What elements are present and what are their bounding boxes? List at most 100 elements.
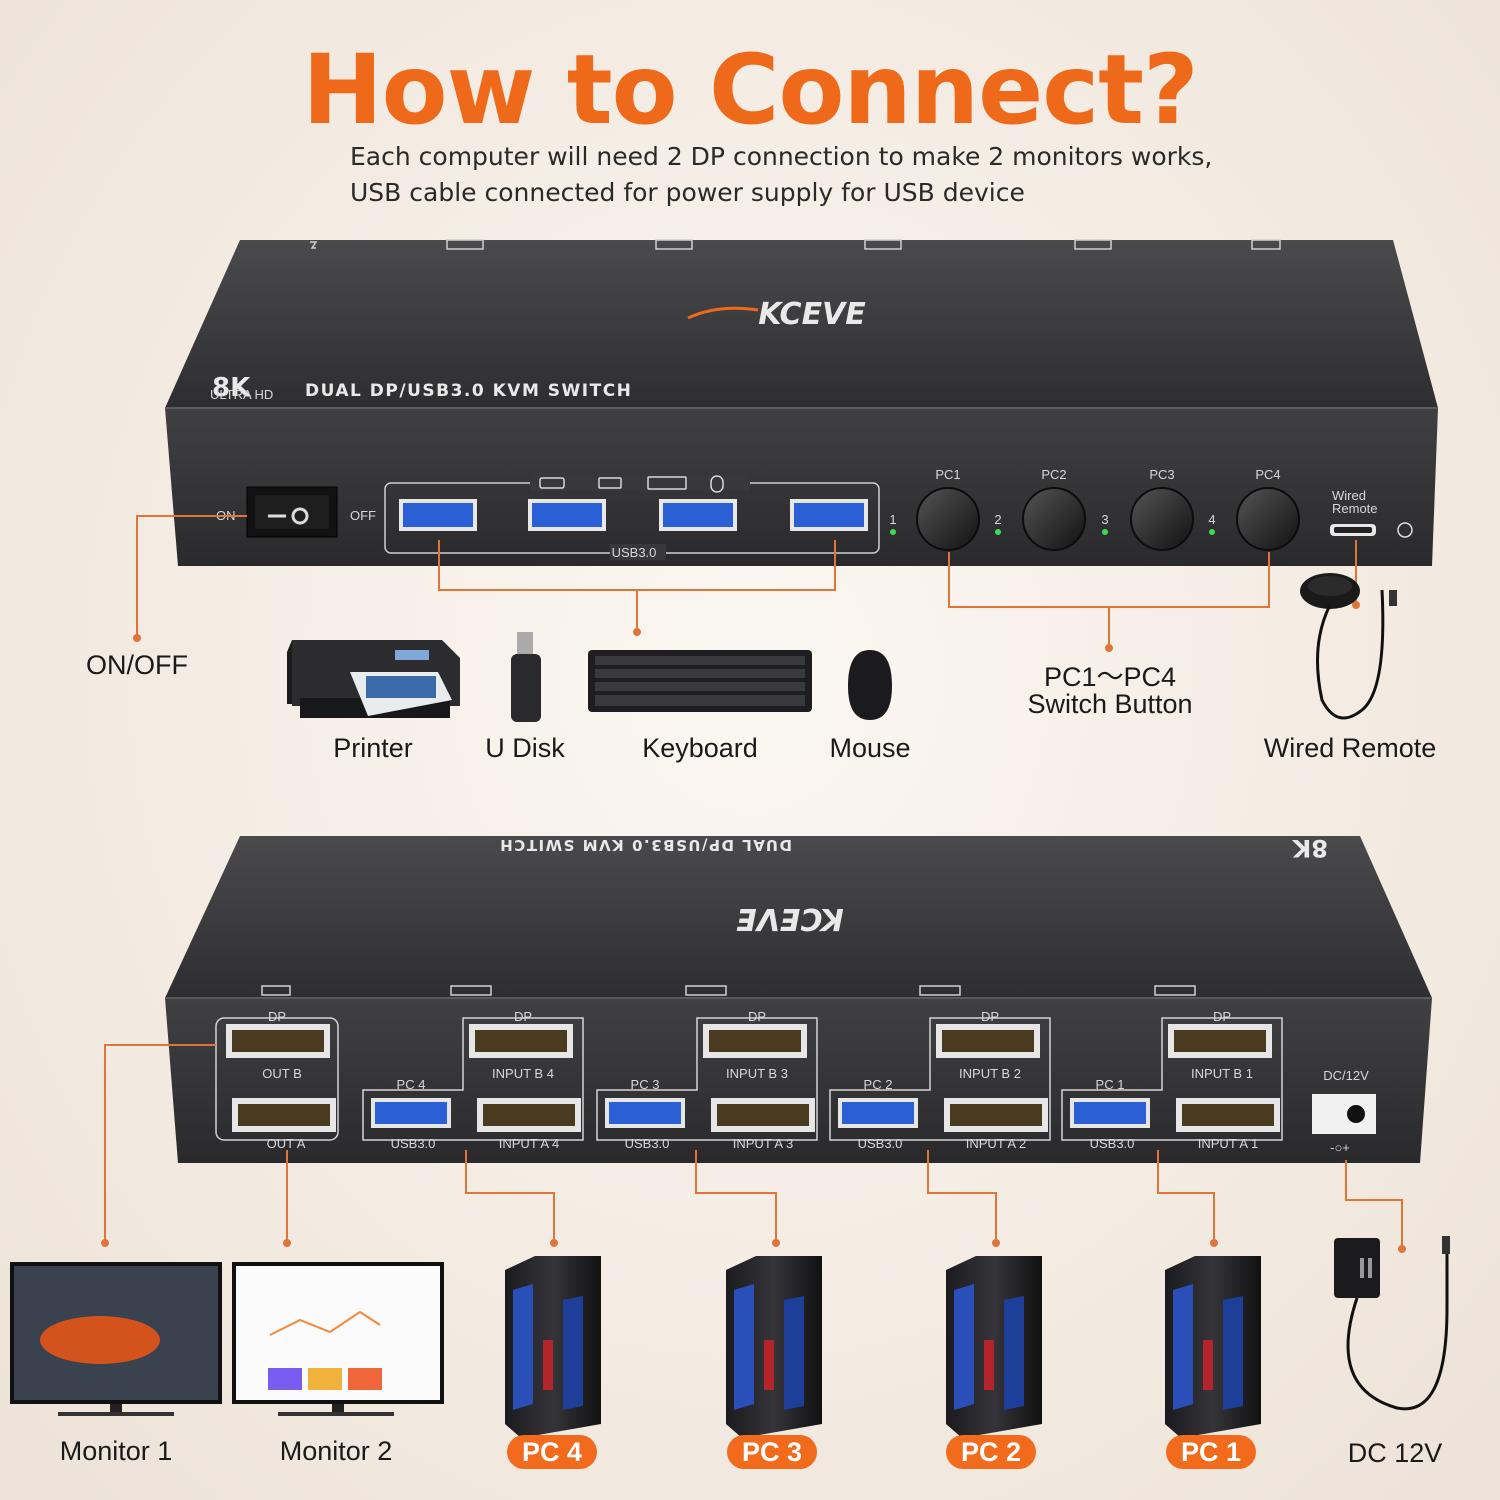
pc-group-label: PC 2: [864, 1077, 893, 1092]
rear-device-top: [165, 836, 1432, 998]
keyboard-image: [588, 650, 812, 712]
dp-label: DP: [514, 1009, 532, 1024]
dc-jack[interactable]: [1312, 1094, 1376, 1134]
brand-logo: KCEVE: [758, 297, 866, 332]
input-group-3: DP INPUT B 3 INPUT A 3 PC 3 USB3.0: [596, 1009, 818, 1151]
pc3-label: PC3: [1149, 467, 1174, 482]
brand-swoosh: [687, 306, 759, 320]
dp-label: DP: [748, 1009, 766, 1024]
input-a-label: INPUT A 4: [499, 1136, 559, 1151]
pc1-button[interactable]: [916, 487, 980, 551]
front-device-top: [165, 240, 1438, 408]
badge-8k: 8K: [212, 373, 251, 403]
rear-brand-mirrored: KCEVE: [736, 901, 844, 936]
input-a-label: INPUT A 2: [966, 1136, 1026, 1151]
usb-label-rear: USB3.0: [391, 1136, 436, 1151]
usb-label-front: USB3.0: [612, 545, 657, 560]
mouse-image: [848, 650, 892, 720]
dc-polarity-icon: -○+: [1330, 1140, 1350, 1155]
input-b-label: INPUT B 2: [959, 1066, 1021, 1081]
badge-ultrahd: ULTRA HD: [210, 387, 273, 402]
on-off-callout: ON/OFF: [86, 650, 188, 680]
monitor-2-image: [232, 1262, 444, 1416]
pc-group-label: PC 3: [631, 1077, 660, 1092]
wired-label-2: Remote: [1332, 501, 1378, 516]
pc4-button[interactable]: [1236, 487, 1300, 551]
output-group: [215, 1017, 339, 1141]
dc-adapter-image: [1334, 1236, 1450, 1411]
dc-label: DC/12V: [1323, 1068, 1369, 1083]
out-b-label: OUT B: [262, 1066, 302, 1081]
pc-towers: [505, 1256, 1261, 1438]
subtitle-line-1: Each computer will need 2 DP connection …: [350, 142, 1213, 171]
monitor-1-image: [10, 1262, 222, 1416]
port-icons-top: [310, 239, 1281, 250]
remote-port-icon: [1397, 522, 1413, 538]
wired-label-1: Wired: [1332, 488, 1366, 503]
pc-tower-image: [946, 1256, 1042, 1438]
input-groups: DP INPUT B 4 INPUT A 4 PC 4 USB3.0 DP INPUT B …: [362, 1009, 1283, 1151]
led-4: [1209, 529, 1215, 535]
pc4-label: PC4: [1255, 467, 1280, 482]
usb-ports-front: [399, 499, 868, 531]
switch-callout-line2: Switch Button: [1027, 689, 1193, 719]
usb-label-rear: USB3.0: [625, 1136, 670, 1151]
printer-label: Printer: [333, 733, 413, 763]
pc-group-label: PC 1: [1096, 1077, 1125, 1092]
pc-tower-image: [505, 1256, 601, 1438]
pc2-label: PC2: [1041, 467, 1066, 482]
usb-drive-image: [511, 632, 541, 722]
input-b-label: INPUT B 4: [492, 1066, 554, 1081]
pc-switch-buttons: [916, 487, 1300, 551]
led-number-1: 1: [889, 512, 896, 527]
pc2-badge: PC 2: [946, 1435, 1036, 1469]
pc4-badge: PC 4: [507, 1435, 597, 1469]
input-b-label: INPUT B 3: [726, 1066, 788, 1081]
front-callout-lines: [136, 515, 1357, 646]
pc3-badge: PC 3: [727, 1435, 817, 1469]
pc2-button[interactable]: [1022, 487, 1086, 551]
dp-label: DP: [981, 1009, 999, 1024]
pc-tower-image: [1165, 1256, 1261, 1438]
monitor-2-label: Monitor 2: [279, 1436, 393, 1466]
pc-tower-image: [726, 1256, 822, 1438]
mouse-icon: [710, 475, 724, 493]
rear-badge-mirrored: 8K: [1291, 834, 1328, 862]
pc1-label: PC1: [935, 467, 960, 482]
udisk-label: U Disk: [485, 733, 565, 763]
led-3: [1102, 529, 1108, 535]
printer-image: [287, 640, 460, 718]
pc-group-label: PC 4: [397, 1077, 426, 1092]
keyboard-icon: [647, 476, 687, 490]
led-number-4: 4: [1208, 512, 1215, 527]
dp-label: DP: [1213, 1009, 1231, 1024]
led-number-2: 2: [994, 512, 1001, 527]
pc3-button[interactable]: [1130, 487, 1194, 551]
wired-remote-image: [1300, 573, 1397, 720]
off-label: OFF: [350, 508, 376, 523]
wired-remote-callout: Wired Remote: [1263, 733, 1437, 763]
led-2: [995, 529, 1001, 535]
input-a-label: INPUT A 3: [733, 1136, 793, 1151]
switch-callout-line1: PC1～PC4: [1043, 662, 1177, 692]
mouse-label: Mouse: [829, 733, 911, 763]
led-number-3: 3: [1101, 512, 1108, 527]
keyboard-label: Keyboard: [642, 733, 758, 763]
led-1: [890, 529, 896, 535]
printer-icon: [598, 477, 622, 489]
dp-label-out: DP: [268, 1009, 286, 1024]
subtitle-line-2: USB cable connected for power supply for…: [350, 178, 1025, 207]
out-a-label: OUT A: [267, 1136, 306, 1151]
front-device-face: [165, 408, 1438, 566]
rear-model-mirrored: DUAL DP/USB3.0 KVM SWITCH: [499, 836, 792, 854]
rear-top-icons: [261, 985, 1196, 996]
rear-callout-lines: [104, 1044, 1403, 1246]
model-name: DUAL DP/USB3.0 KVM SWITCH: [305, 381, 632, 401]
usb-label-rear: USB3.0: [1090, 1136, 1135, 1151]
input-b-label: INPUT B 1: [1191, 1066, 1253, 1081]
input-group-4: DP INPUT B 4 INPUT A 4 PC 4 USB3.0: [362, 1009, 584, 1151]
dc-12v-label: DC 12V: [1347, 1438, 1443, 1468]
